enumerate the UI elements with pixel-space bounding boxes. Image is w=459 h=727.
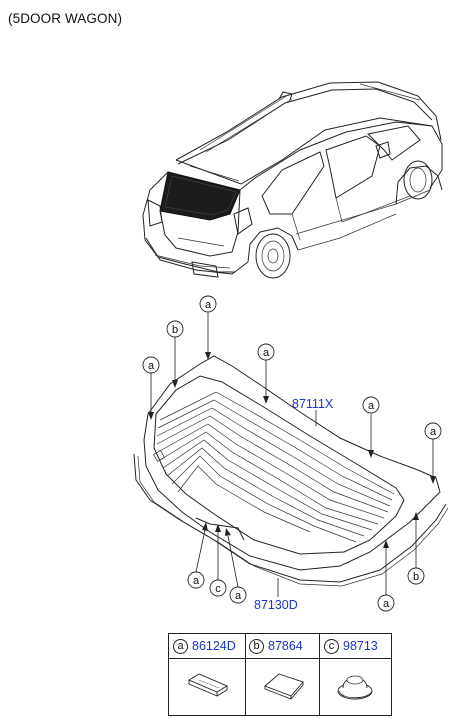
rear-glass-assembly [133,355,449,587]
part-number-b: 87864 [268,639,303,653]
table-divider [245,634,246,715]
parts-table-cell-a: a 86124D [173,637,236,655]
arrowheads [148,352,436,548]
callout-a-far-right: a [424,422,442,440]
car-illustration [142,81,443,279]
callout-c-bottom: c [209,579,227,597]
svg-text:a: a [148,360,155,372]
part-number-a: 86124D [192,639,236,653]
callout-b-top: b [166,320,184,338]
callout-b-bottom-right: b [407,567,425,585]
svg-text:a: a [193,575,200,587]
parts-table-header-row [169,634,391,659]
callout-circles: a b a a a a a c [142,295,442,612]
callout-a-bottom-left: a [187,571,205,589]
callout-leaders [150,313,434,597]
svg-text:b: b [172,324,178,336]
letter-badge-a: a [173,638,188,654]
parts-table-cell-b: b 87864 [249,637,303,655]
callout-a-bottom-right: a [377,594,395,612]
letter-badge-c: c [324,638,339,654]
table-divider [319,634,320,715]
spacer-part-icon [188,673,228,697]
svg-text:a: a [263,347,270,359]
svg-text:b: b [413,571,419,583]
svg-text:a: a [430,426,437,438]
part-number-c: 98713 [343,639,378,653]
callout-a-top: a [199,295,217,313]
parts-illustrations [188,673,373,700]
diagram-title: (5DOOR WAGON) [8,11,123,26]
svg-text:c: c [215,583,221,595]
pad-part-icon [264,673,304,700]
part-label-glass: 87111X [292,397,334,411]
svg-text:a: a [205,299,212,311]
letter-badge-b: b [249,638,264,654]
svg-text:a: a [368,400,375,412]
svg-text:a: a [235,590,242,602]
callout-a-left: a [142,356,160,374]
parts-table-cell-c: c 98713 [324,637,378,655]
callout-a-bottom-mid: a [229,586,247,604]
callout-a-mid: a [257,343,275,361]
parts-legend-table: a 86124D b 87864 c 98713 [168,633,392,716]
bumper-part-icon [337,675,373,700]
part-label-molding: 87130D [254,598,298,612]
callout-a-right: a [362,396,380,414]
svg-text:a: a [383,598,390,610]
